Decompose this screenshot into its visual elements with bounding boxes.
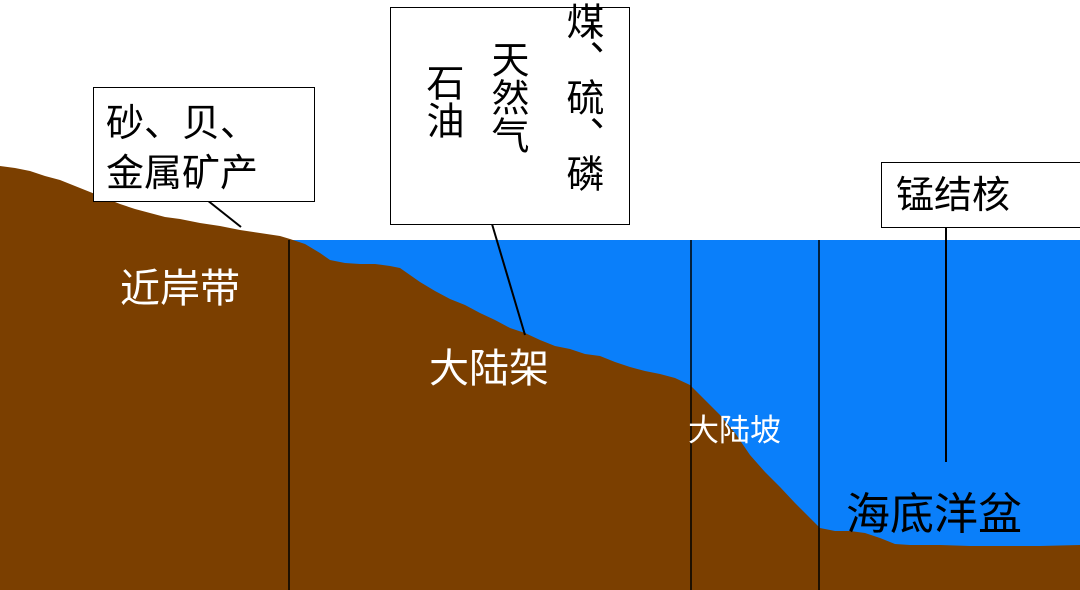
- sand-shell-metal-callout: 砂、贝、 金属矿产: [93, 87, 315, 202]
- coal-sulfur-phosphorus-label: 煤、硫、磷: [560, 2, 604, 192]
- zone-label-continental-slope: 大陆坡: [688, 413, 781, 449]
- manganese-nodule-callout: 锰结核: [881, 162, 1080, 228]
- zone-label-ocean-basin: 海底洋盆: [846, 489, 1022, 540]
- manganese-nodule-label: 锰结核: [896, 173, 1011, 217]
- sand-shell-label: 砂、贝、: [106, 101, 259, 145]
- metal-ore-label: 金属矿产: [106, 151, 259, 195]
- zone-label-continental-shelf: 大陆架: [429, 346, 549, 392]
- shelf-resources-callout: [390, 7, 630, 225]
- oil-label: 石油: [420, 63, 464, 139]
- shelf-callout-leader: [491, 223, 526, 336]
- seabed-land: [0, 166, 1080, 590]
- natural-gas-label: 天然气: [485, 40, 529, 154]
- zone-label-nearshore: 近岸带: [120, 266, 240, 312]
- sand-callout-leader: [206, 199, 242, 228]
